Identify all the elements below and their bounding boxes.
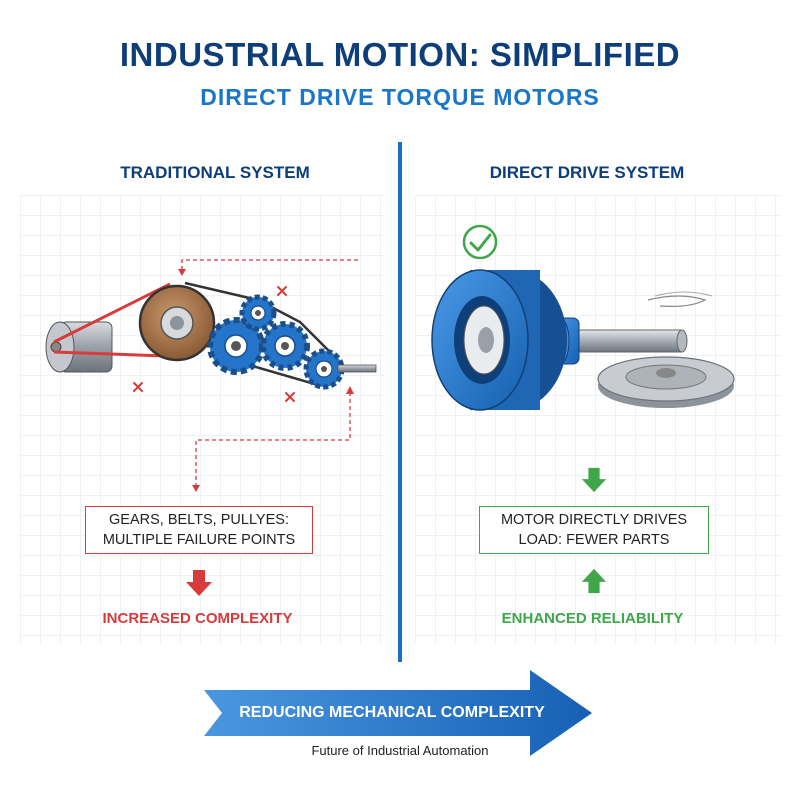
arrowhead-top (178, 269, 186, 276)
failure-path-lines (181, 259, 358, 488)
panel-divider (398, 142, 402, 662)
traditional-note-box: GEARS, BELTS, PULLYES: MULTIPLE FAILURE … (85, 506, 313, 554)
arrowhead-bottom (192, 485, 200, 492)
banner-label: REDUCING MECHANICAL COMPLEXITY (239, 704, 545, 721)
output-shaft (337, 364, 377, 373)
brown-pulley (138, 284, 216, 362)
direct-drive-illustration (431, 224, 735, 411)
down-arrow-red-icon (186, 570, 212, 596)
gear-right (303, 348, 345, 390)
up-arrow-green-icon (581, 568, 607, 594)
enhanced-reliability-label: ENHANCED RELIABILITY (501, 610, 684, 627)
traditional-system-title: TRADITIONAL SYSTEM (120, 163, 310, 182)
gear-middle (260, 321, 310, 371)
red-belt (53, 282, 171, 358)
traditional-system-illustration (45, 259, 377, 492)
banner-arrow (204, 670, 592, 756)
gear-top (239, 294, 277, 332)
increased-complexity-label: INCREASED COMPLEXITY (102, 610, 293, 627)
check-mark-icon (462, 224, 498, 260)
down-arrow-green-icon (581, 467, 607, 493)
arrowhead-mid (346, 386, 354, 394)
footer-caption: Future of Industrial Automation (311, 743, 489, 758)
failure-x-marks (133, 286, 295, 402)
motion-lines (647, 295, 707, 307)
direct-drive-system-title: DIRECT DRIVE SYSTEM (489, 163, 685, 182)
direct-drive-note-box: MOTOR DIRECTLY DRIVES LOAD: FEWER PARTS (479, 506, 709, 554)
load-disc (597, 356, 735, 408)
page-title: INDUSTRIAL MOTION: SIMPLIFIED (119, 36, 681, 73)
page-subtitle: DIRECT DRIVE TORQUE MOTORS (200, 84, 600, 110)
gear-large (207, 317, 265, 375)
torque-motor-ring (431, 269, 567, 411)
